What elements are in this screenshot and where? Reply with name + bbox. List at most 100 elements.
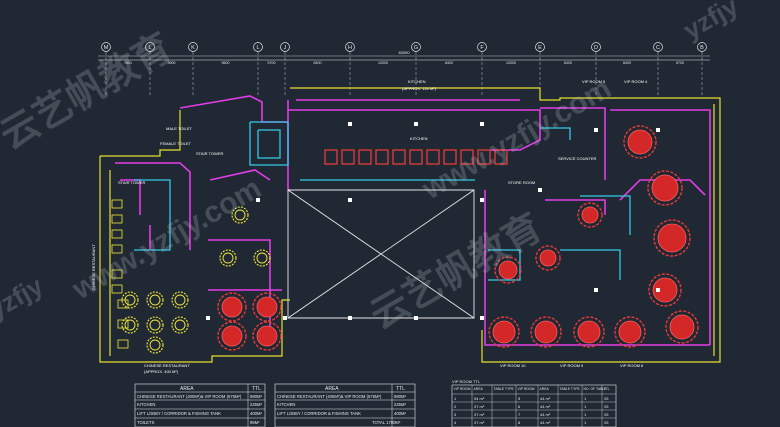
vip-table-cell: 6 [518,404,521,409]
label-vip5: VIP ROOM 5 [582,79,606,84]
core-walls [134,121,631,281]
table-chairs [535,245,561,271]
label-service-counter: SERVICE COUNTER [558,156,596,161]
area-row-1-ttl: 225M² [250,402,262,407]
round-table [627,129,653,155]
table-chairs [252,292,282,322]
grid-bubble [188,42,198,52]
dining-chairs [231,206,249,224]
round-table [498,260,518,280]
label-stair-tower: STAIR TOWER [196,151,223,156]
label-vip9: VIP ROOM 9 [560,363,584,368]
dining-table [174,294,186,306]
grid-dimension: 12000 [506,61,516,65]
area2-row-1: KITCHEN [277,402,295,407]
round-table [581,206,599,224]
label-stair-tower2: STAIR TOWER [118,180,145,185]
area2-row-2-ttl: 400M² [394,411,406,416]
dining-chairs [171,291,189,309]
round-table [492,320,516,344]
grid-label: J [284,45,287,51]
columns [206,122,660,320]
table-chairs [494,256,522,284]
vip-table-cell: 1 [454,396,457,401]
dining-table [149,294,161,306]
table-chairs [623,125,657,159]
area2-row-2: LIFT LOBBY / CORRIDOR & FISHING TANK [277,411,361,416]
table-chairs [665,310,699,344]
grid-dimension: 9600 [222,61,230,65]
bench [426,149,440,165]
bench [324,149,338,165]
column [206,316,210,320]
dining-chairs [146,336,164,354]
area-row-2-ttl: 400M² [250,411,262,416]
round-table [256,296,278,318]
grid-bubble [280,42,290,52]
label-chinese-restaurant: CHINESE RESTAURANT [144,363,190,368]
area-row-0: CHINESE RESTAURANT (400M²)& VIP ROOM (57… [137,394,242,399]
round-table [618,320,642,344]
grid-dimension: 3900 [168,61,176,65]
vip-table-cell: 44 m² [540,412,551,417]
vip-table-cell: 44 m² [540,404,551,409]
column [348,198,352,202]
vip-table-header: VIP ROOM [454,387,471,391]
table-chairs [217,321,247,351]
grid-bubble [411,42,421,52]
grid-dimension: 8400 [445,61,453,65]
bench [477,149,491,165]
bench [409,149,423,165]
vip-table-cell: 44 m² [540,396,551,401]
table-chairs [217,292,247,322]
label-store-room: STORE ROOM [508,180,535,185]
table-chairs [252,321,282,351]
grid-bubble [697,42,707,52]
dining-chairs [253,249,271,267]
vip-table-cell: 1 [584,404,587,409]
grid-label: B [700,45,704,51]
label-kitchen-area: (APPROX. 120 M²) [402,86,437,91]
vip-table-cell: 1 [584,396,587,401]
vip-table-cell: 2 [454,404,457,409]
vip-table-header: AREA [540,387,550,391]
label-male-toilet: MALE TOILET [166,126,192,131]
grid-dimension: 8400 [623,61,631,65]
bench [358,149,372,165]
column [656,288,660,292]
area2-header: AREA [325,386,339,392]
vip-table-header: VIP ROOM [518,387,535,391]
vip-table-cell: 1 [584,420,587,425]
round-table [256,325,278,347]
bench [375,149,389,165]
area2-header-ttl: TTL [396,386,405,392]
area-row-3: TOILETS [137,420,155,425]
grid-bubble [101,42,111,52]
area-row-2: LIFT LOBBY / CORRIDOR & FISHING TANK [137,411,221,416]
booth-table [111,199,123,209]
grid-bubble [253,42,263,52]
dining-table [222,252,234,264]
label-kitchen: KITCHEN [408,79,426,84]
round-table [657,223,687,253]
grid-label: H [348,45,352,51]
label-vip10: VIP ROOM 10 [500,363,526,368]
label-vip6: VIP ROOM 6 [620,363,644,368]
dining-table [124,319,136,331]
dining-table [256,252,268,264]
round-table [539,249,557,267]
dimension-grid: M7851L3900K9600L5700J8400H12000G8400F120… [98,42,710,95]
column [594,288,598,292]
vip-table-header: NO. OF TABLE [584,387,608,391]
booth-table [117,339,129,349]
booth-table [117,319,129,329]
grid-label: F [480,45,484,51]
column [414,122,418,126]
dining-chairs [146,316,164,334]
column [256,198,260,202]
bench [443,149,457,165]
vip-table-cell: 7 [518,412,521,417]
column [656,128,660,132]
dining-chairs [121,291,139,309]
column [480,198,484,202]
